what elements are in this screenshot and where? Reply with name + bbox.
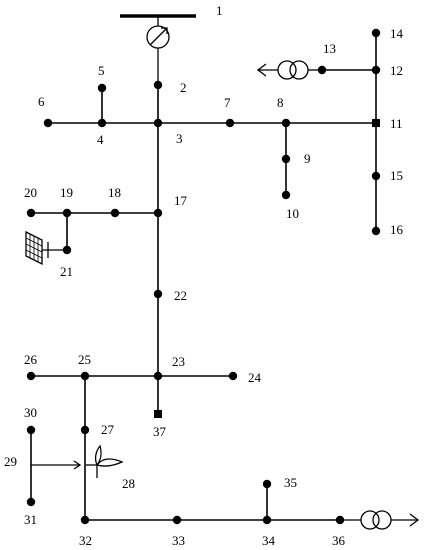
bus-node-5	[97, 83, 107, 93]
bus-label-6: 6	[38, 94, 45, 109]
bus-node-20	[26, 208, 36, 218]
bus-node-12	[371, 65, 381, 75]
transformer-icon	[341, 510, 420, 530]
bus-label-3: 3	[176, 131, 183, 146]
bus-node-16	[371, 226, 381, 236]
bus-node-6	[43, 118, 53, 128]
bus-label-14: 14	[390, 26, 404, 41]
bus-label-10: 10	[286, 206, 299, 221]
bus-label-34: 34	[262, 533, 276, 548]
bus-node-8	[281, 118, 291, 128]
bus-node-9	[281, 154, 291, 164]
bus-label-11: 11	[390, 116, 403, 131]
bus-label-20: 20	[24, 185, 37, 200]
bus-label-8: 8	[277, 95, 284, 110]
substation-icon	[120, 14, 196, 85]
bus-label-27: 27	[101, 422, 115, 437]
bus-node-25	[80, 371, 90, 381]
bus-node-15	[371, 171, 381, 181]
bus-node-19	[62, 208, 72, 218]
bus-node-33	[172, 515, 182, 525]
bus-node-36	[335, 515, 345, 525]
bus-label-17: 17	[174, 193, 188, 208]
bus-label-18: 18	[108, 185, 121, 200]
bus-label-1: 1	[216, 3, 223, 18]
network-lines	[30, 33, 377, 521]
bus-node-7	[225, 118, 235, 128]
bus-label-22: 22	[174, 288, 187, 303]
bus-node-11	[372, 119, 380, 127]
bus-node-26	[26, 371, 36, 381]
bus-label-9: 9	[304, 151, 311, 166]
bus-label-16: 16	[390, 222, 404, 237]
bus-label-15: 15	[390, 168, 403, 183]
bus-label-2: 2	[180, 80, 187, 95]
bus-label-33: 33	[172, 533, 185, 548]
bus-label-21: 21	[60, 264, 73, 279]
bus-label-29: 29	[4, 454, 17, 469]
bus-label-35: 35	[284, 475, 297, 490]
bus-label-5: 5	[98, 63, 105, 78]
bus-nodes	[26, 28, 381, 525]
bus-label-31: 31	[24, 512, 37, 527]
bus-label-19: 19	[60, 185, 73, 200]
bus-node-17	[153, 208, 163, 218]
bus-node-10	[281, 190, 291, 200]
bus-label-30: 30	[24, 405, 37, 420]
bus-label-4: 4	[97, 132, 104, 147]
wind-turbine-icon	[86, 444, 124, 478]
bus-node-37	[154, 410, 162, 418]
bus-node-31	[26, 497, 36, 507]
bus-node-3	[153, 118, 163, 128]
solar-panel-icon	[25, 230, 66, 266]
connector-arrow-icon	[31, 460, 82, 470]
bus-label-7: 7	[224, 95, 231, 110]
bus-node-13	[317, 65, 327, 75]
equipment-symbols	[25, 14, 420, 530]
bus-node-35	[262, 479, 272, 489]
bus-node-21	[62, 245, 72, 255]
bus-node-24	[228, 371, 238, 381]
bus-node-34	[262, 515, 272, 525]
bus-label-36: 36	[332, 533, 346, 548]
bus-node-32	[80, 515, 90, 525]
transformer-icon	[256, 60, 322, 80]
bus-node-14	[371, 28, 381, 38]
bus-node-30	[26, 425, 36, 435]
bus-label-24: 24	[248, 370, 262, 385]
bus-label-28: 28	[122, 476, 135, 491]
bus-node-22	[153, 289, 163, 299]
bus-label-23: 23	[172, 354, 185, 369]
bus-node-4	[97, 118, 107, 128]
bus-label-37: 37	[153, 424, 167, 439]
bus-label-12: 12	[390, 63, 403, 78]
bus-label-13: 13	[323, 41, 336, 56]
bus-node-18	[110, 208, 120, 218]
bus-node-2	[153, 80, 163, 90]
bus-node-23	[153, 371, 163, 381]
bus-node-27	[80, 425, 90, 435]
bus-label-26: 26	[24, 352, 38, 367]
bus-label-25: 25	[78, 352, 91, 367]
bus-label-32: 32	[79, 533, 92, 548]
